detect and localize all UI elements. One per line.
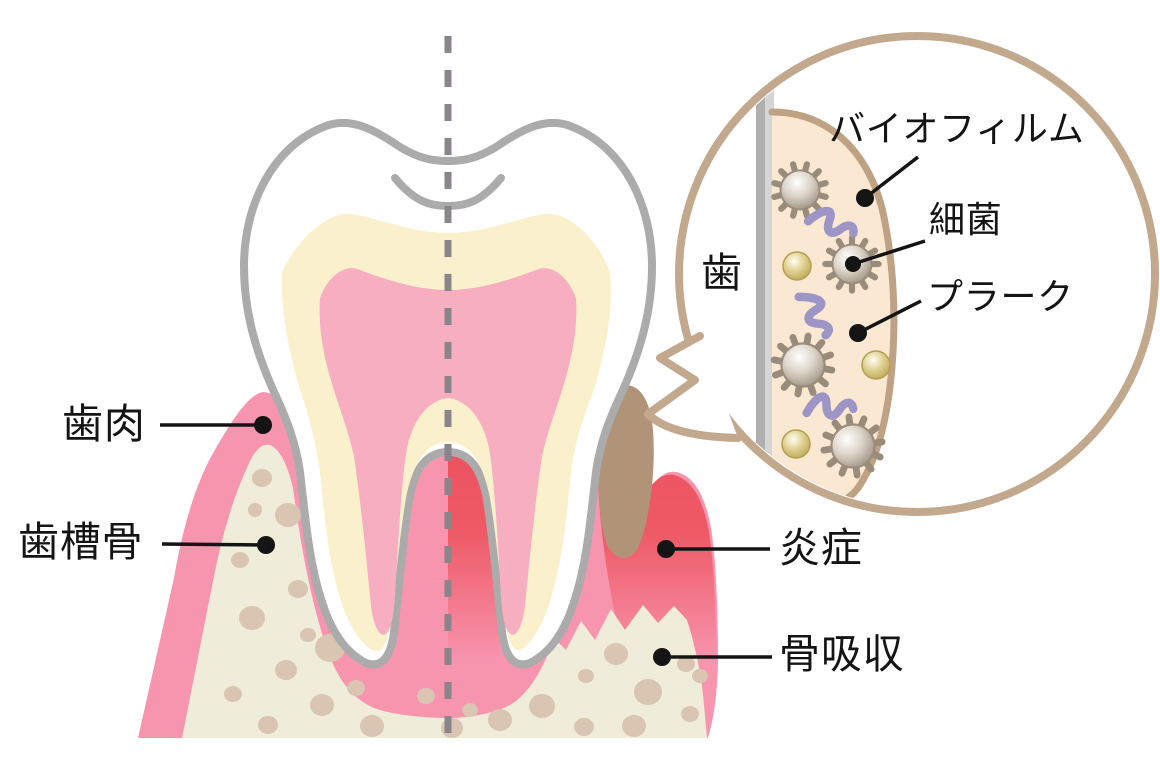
tooth-shape <box>240 118 656 669</box>
label-alveolar-bone: 歯槽骨 <box>18 519 144 565</box>
leader-line-biofilm <box>856 155 920 207</box>
label-biofilm: バイオフィルム <box>829 108 1085 149</box>
leader-line-gums <box>160 416 272 434</box>
bone-shape <box>182 444 708 738</box>
label-bacteria: 細菌 <box>929 199 1003 240</box>
coccus-icon <box>861 350 891 380</box>
bone-spots <box>224 469 708 738</box>
speech-bubble <box>644 32 1159 516</box>
label-inflammation: 炎症 <box>779 525 863 571</box>
coccus-icon <box>781 429 811 459</box>
label-gums: 歯肉 <box>62 401 146 447</box>
leader-line-plaque <box>849 299 922 342</box>
label-bone-resorption: 骨吸収 <box>779 631 905 677</box>
coccus-icon <box>782 251 812 281</box>
leader-line-bacteria <box>845 239 926 272</box>
leader-line-bone-resorption <box>653 648 772 666</box>
label-plaque: プラーク <box>927 276 1074 317</box>
tooth-surface-bar <box>756 84 774 456</box>
leader-line-inflammation <box>657 540 770 558</box>
label-tooth: 歯 <box>701 250 743 296</box>
speech-bubble-tail <box>644 332 742 442</box>
leader-line-alveolar-bone <box>161 536 275 554</box>
tooth-pulp <box>319 268 577 635</box>
tartar-shape <box>598 385 654 558</box>
